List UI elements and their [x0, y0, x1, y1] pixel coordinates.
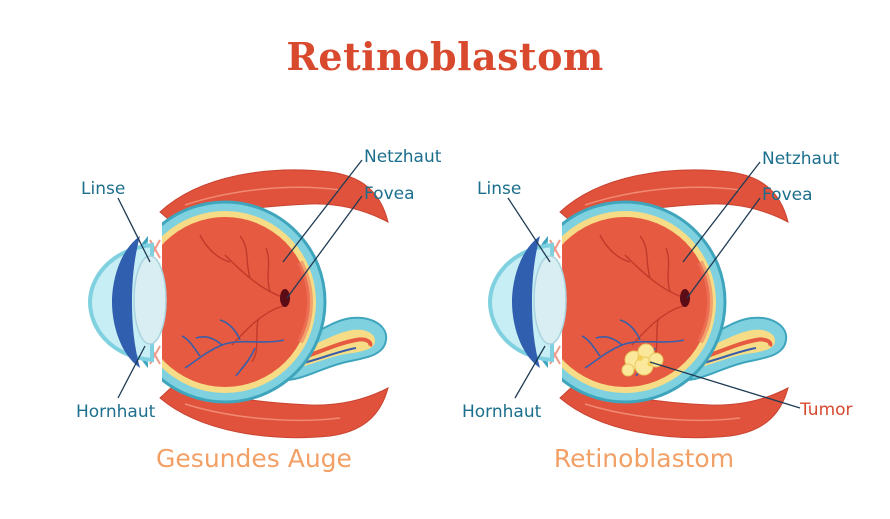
label-fovea-right: Fovea	[762, 185, 813, 205]
label-tumor: Tumor	[799, 400, 853, 420]
label-lens-right: Linse	[477, 179, 521, 199]
healthy-eye-illustration	[90, 170, 388, 438]
label-cornea-right: Hornhaut	[462, 402, 542, 422]
caption-healthy-eye: Gesundes Auge	[156, 444, 352, 473]
caption-retinoblastoma: Retinoblastom	[553, 444, 735, 473]
page-title: Retinoblastom	[286, 34, 604, 79]
label-retina-left: Netzhaut	[364, 147, 442, 167]
label-lens-left: Linse	[81, 179, 125, 199]
label-fovea-left: Fovea	[364, 184, 415, 204]
retinoblastoma-eye-illustration	[490, 170, 788, 438]
label-retina-right: Netzhaut	[762, 149, 840, 169]
label-cornea-left: Hornhaut	[76, 402, 156, 422]
tumor-mass	[621, 343, 664, 377]
